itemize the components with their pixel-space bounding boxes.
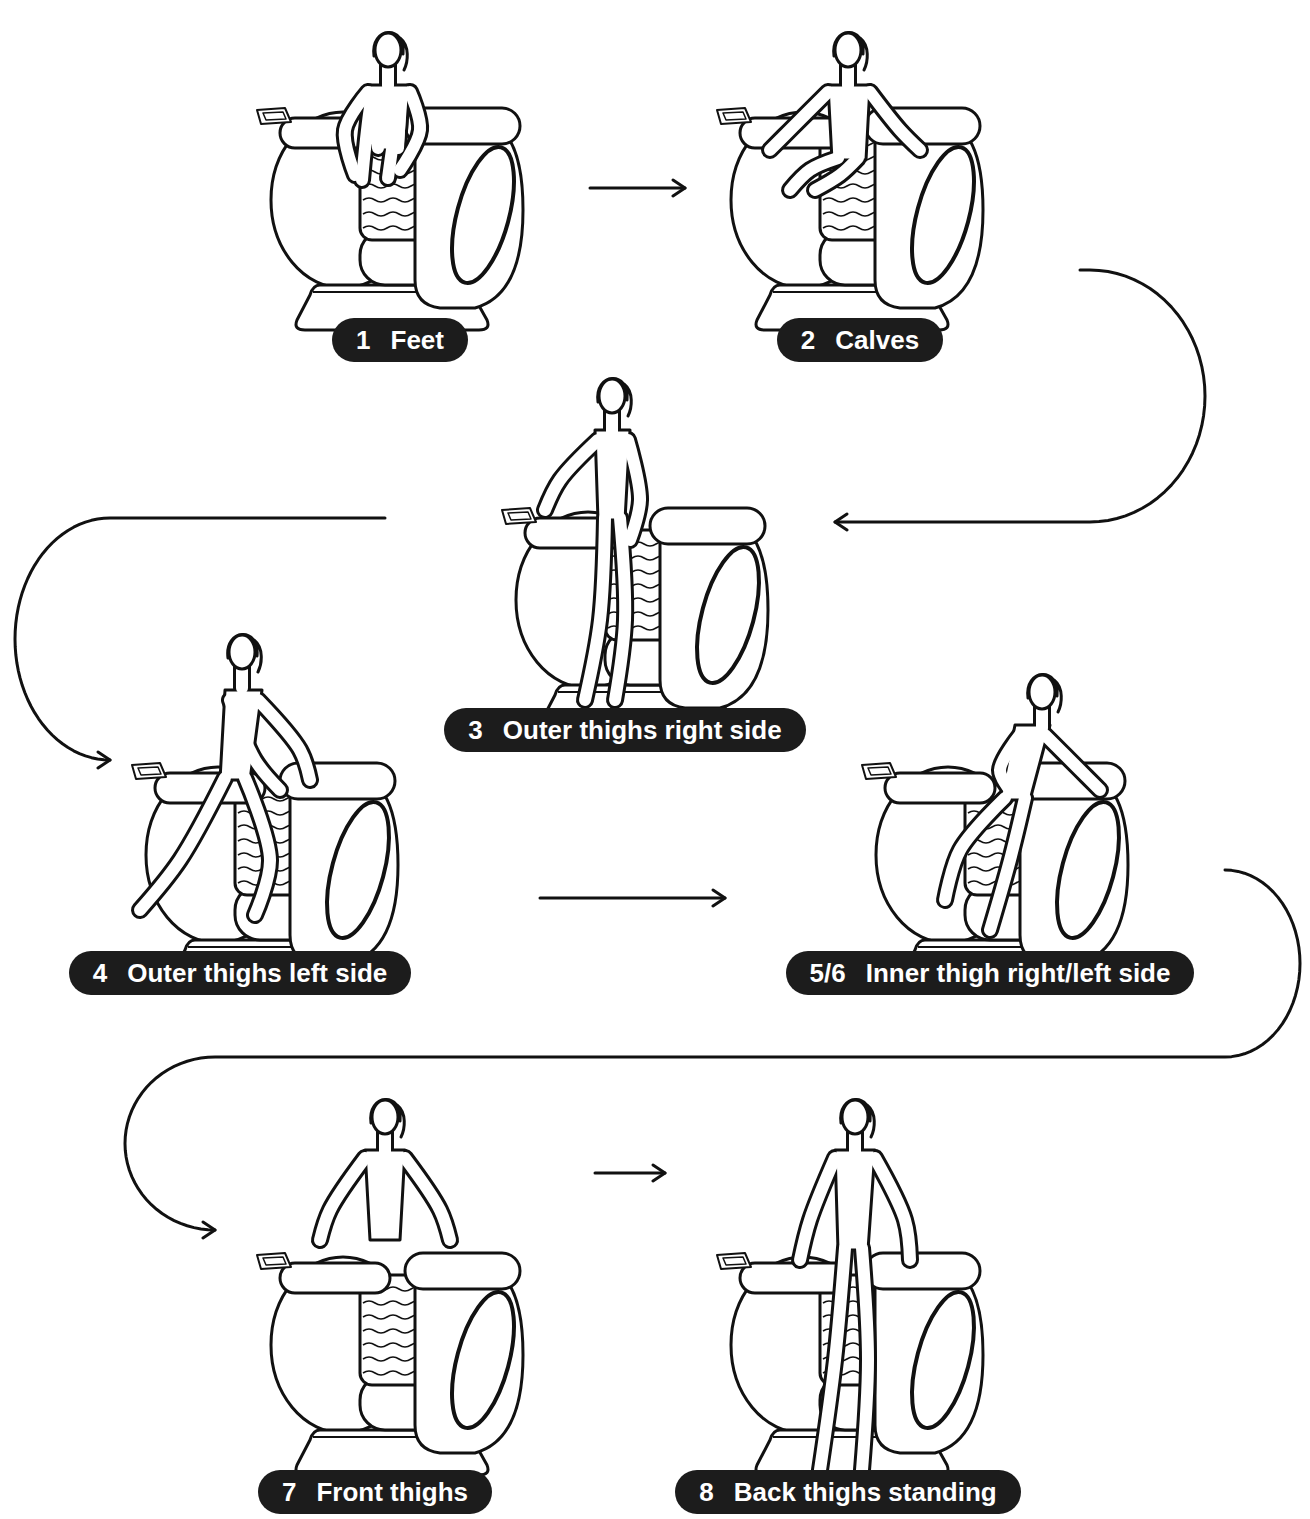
limb-fill [870, 92, 920, 150]
woman-figure [945, 674, 1100, 930]
hair [841, 1099, 875, 1137]
torso [835, 1150, 875, 1250]
limb-outline [870, 92, 920, 150]
flow-arrow [595, 1172, 665, 1175]
hair [374, 32, 408, 70]
step-box: 5/6 Inner thigh right/left side [725, 760, 1225, 1000]
torso [828, 85, 870, 160]
woman-figure [320, 1099, 450, 1240]
flow-arrow [125, 870, 1300, 1230]
step-number: 4 [93, 958, 107, 989]
woman-figure [545, 378, 640, 700]
limb-outline [628, 440, 640, 540]
step-name: Outer thighs left side [127, 958, 387, 989]
hair [598, 378, 632, 416]
flow-arrow [15, 518, 385, 760]
limb-fill [628, 440, 640, 540]
limb-fill [258, 700, 310, 780]
step-label: 8 Back thighs standing [675, 1470, 1020, 1514]
step-number: 3 [468, 715, 482, 746]
step-label: 2 Calves [777, 318, 943, 362]
limb-outline [1045, 735, 1100, 790]
limb-fill [585, 518, 605, 700]
limb-outline [990, 798, 1025, 930]
limb-fill [875, 1158, 910, 1260]
step-number: 2 [801, 325, 815, 356]
limb-outline [875, 1158, 910, 1260]
step-box: 2 Calves [685, 10, 1080, 365]
flow-arrow [540, 897, 725, 900]
limb-fill [800, 1158, 835, 1260]
step-label: 7 Front thighs [258, 1470, 492, 1514]
step-number: 7 [282, 1477, 296, 1508]
limb-fill [862, 1248, 868, 1470]
step-box: 1 Feet [265, 10, 590, 365]
machine-step-8 [717, 1253, 986, 1475]
step-label: 3 Outer thighs right side [444, 708, 805, 752]
limb-fill [945, 798, 1005, 900]
flow-arrow [590, 187, 685, 190]
limb-fill [245, 778, 270, 915]
step-name: Back thighs standing [734, 1477, 997, 1508]
step-name: Calves [835, 325, 919, 356]
limb-outline [862, 1248, 868, 1470]
limb-outline [770, 92, 828, 150]
woman-figure [140, 634, 310, 915]
limb-fill [820, 1248, 845, 1470]
limb-outline [405, 1158, 450, 1240]
torso [365, 1150, 405, 1240]
hair [1028, 674, 1062, 712]
limb-outline [245, 778, 270, 915]
hair [371, 1099, 405, 1137]
step-number: 1 [356, 325, 370, 356]
limb-outline [800, 1158, 835, 1260]
step-name: Outer thighs right side [503, 715, 782, 746]
limb-fill [405, 1158, 450, 1240]
limb-fill [815, 158, 858, 190]
limb-fill [140, 778, 225, 910]
step-box: 8 Back thighs standing [665, 1080, 1030, 1519]
limb-outline [545, 440, 598, 510]
figures [140, 32, 1100, 1470]
limb-fill [770, 92, 828, 150]
step-name: Feet [391, 325, 444, 356]
limb-outline [140, 778, 225, 910]
step-box: 3 Outer thighs right side [385, 370, 835, 757]
hair [228, 634, 262, 672]
woman-figure [800, 1099, 910, 1470]
limb-outline [320, 1158, 365, 1240]
step-label: 4 Outer thighs left side [69, 951, 412, 995]
limb-fill [362, 100, 378, 180]
limb-fill [990, 798, 1025, 930]
step-number: 5/6 [810, 958, 846, 989]
step-label: 5/6 Inner thigh right/left side [786, 951, 1195, 995]
flow-arrow [835, 270, 1205, 522]
limb-fill [1000, 735, 1020, 790]
limb-fill [1045, 735, 1100, 790]
limb-fill [545, 440, 598, 510]
limb-outline [615, 518, 625, 700]
step-name: Front thighs [316, 1477, 468, 1508]
hair [834, 32, 868, 70]
step-number: 8 [699, 1477, 713, 1508]
limb-outline [820, 1248, 845, 1470]
step-box: 4 Outer thighs left side [50, 760, 540, 1000]
limb-outline [362, 100, 378, 180]
step-name: Inner thigh right/left side [866, 958, 1171, 989]
step-label: 1 Feet [332, 318, 468, 362]
limb-fill [320, 1158, 365, 1240]
limb-fill [388, 100, 400, 178]
machine-step-7 [257, 1253, 526, 1475]
woman-figure [770, 32, 920, 190]
limb-fill [615, 518, 625, 700]
step-box: 7 Front thighs [215, 1080, 595, 1519]
limb-outline [585, 518, 605, 700]
woman-figure [345, 32, 420, 180]
